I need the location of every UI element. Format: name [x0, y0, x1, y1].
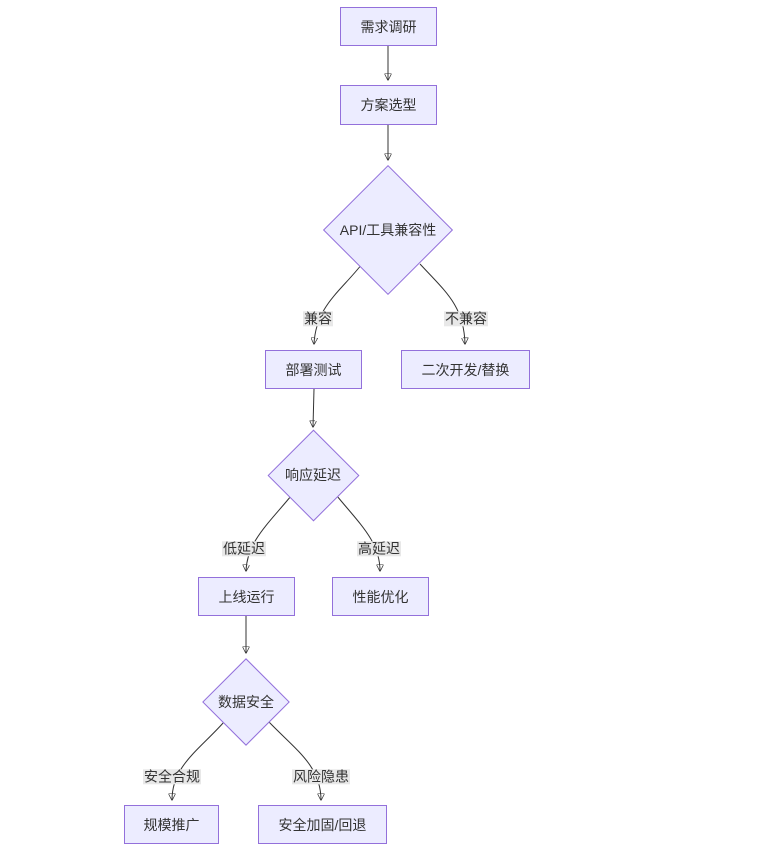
node-response-latency-decision: 响应延迟: [267, 429, 359, 521]
edge-security-to-scale: [172, 721, 225, 800]
edge-label-incompatible: 不兼容: [444, 310, 488, 327]
edge-label-risk-hazard: 风险隐患: [292, 768, 350, 785]
edge-label-compatible: 兼容: [303, 310, 333, 327]
node-deployment-testing: 部署测试: [265, 350, 362, 389]
node-label: 规模推广: [143, 816, 200, 833]
node-label: 二次开发/替换: [421, 361, 510, 378]
node-label: API/工具兼容性: [339, 222, 437, 238]
edge-label-high-latency: 高延迟: [357, 540, 401, 557]
edge-security-to-hardening: [268, 721, 321, 800]
node-label: 方案选型: [360, 97, 417, 113]
node-security-hardening-rollback: 安全加固/回退: [258, 805, 387, 844]
node-requirements-research: 需求调研: [340, 7, 437, 46]
node-label: 性能优化: [352, 588, 409, 605]
node-performance-optimization: 性能优化: [332, 577, 429, 616]
edge-label-low-latency: 低延迟: [222, 540, 266, 557]
edge-label-security-compliant: 安全合规: [143, 768, 201, 785]
node-api-tool-compatibility-decision: API/工具兼容性: [322, 164, 454, 296]
node-solution-selection: 方案选型: [340, 85, 437, 125]
node-data-security-decision: 数据安全: [202, 658, 290, 746]
node-label: 数据安全: [218, 694, 274, 710]
node-label: 需求调研: [360, 18, 417, 35]
node-label: 响应延迟: [285, 467, 341, 483]
node-secondary-development-replacement: 二次开发/替换: [401, 350, 530, 389]
edge-latency-to-go-live: [246, 495, 292, 571]
node-label: 上线运行: [218, 588, 275, 605]
node-label: 部署测试: [285, 361, 342, 378]
edge-deploy-test-to-latency: [313, 388, 314, 427]
edge-compat-to-redev: [419, 263, 465, 344]
node-label: 安全加固/回退: [278, 816, 367, 833]
node-scale-rollout: 规模推广: [124, 805, 219, 844]
edge-latency-to-perf-opt: [336, 495, 380, 571]
node-go-live: 上线运行: [198, 577, 295, 616]
edge-compat-to-deploy-test: [314, 263, 363, 344]
